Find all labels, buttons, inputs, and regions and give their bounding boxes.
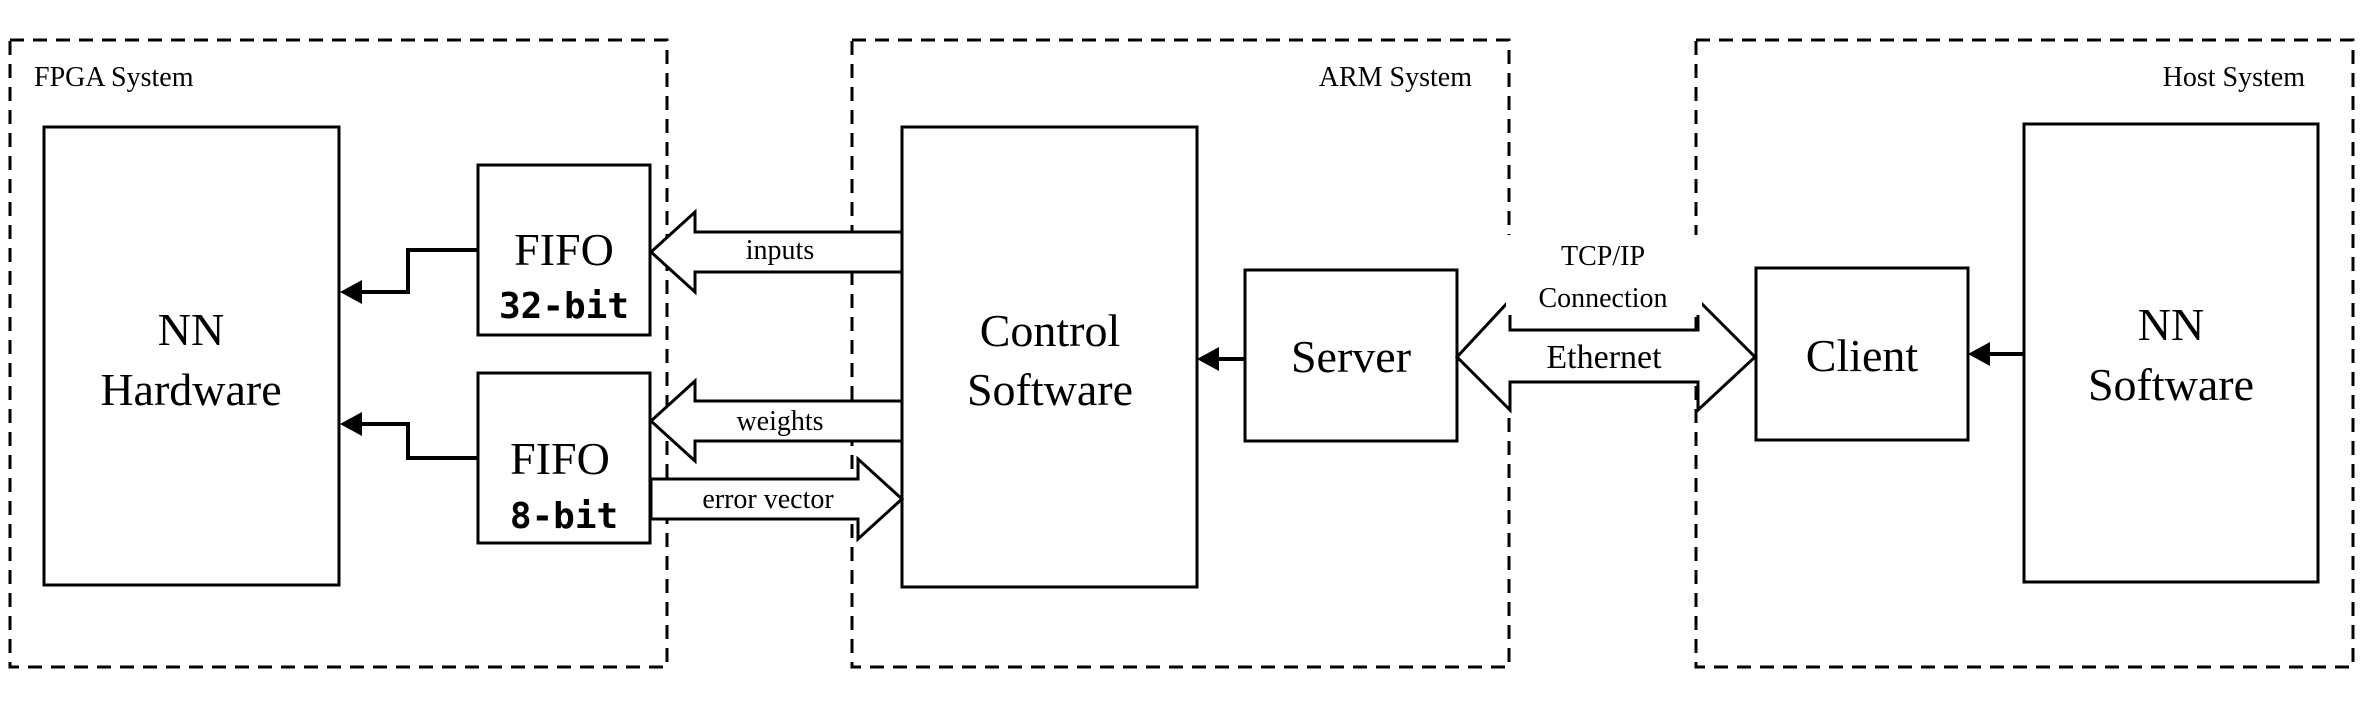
fifo-8bit-block [476, 371, 652, 545]
fifo8-to-nn-hardware-line [358, 422, 478, 460]
fpga-system-boundary [8, 38, 669, 669]
tcp-ip-label-line2: Connection [1538, 283, 1667, 314]
nn-software-line1: NN [2138, 299, 2204, 350]
fifo-8bit-name: FIFO [510, 433, 610, 484]
nn-hardware-line2: Hardware [100, 364, 281, 415]
weights-arrow-label: weights [736, 406, 823, 437]
nn-hardware-block [42, 125, 341, 587]
ethernet-label: Ethernet [1546, 339, 1662, 376]
nn-software-line2: Software [2088, 359, 2254, 410]
weights-arrow [648, 377, 904, 465]
fifo-8bit-width: 8-bit [510, 496, 618, 537]
nn-software-to-client-arrowhead [1968, 342, 1990, 366]
fifo-32bit-block [476, 163, 652, 337]
fifo-32bit-width: 32-bit [499, 286, 629, 327]
nn-hardware-line1: NN [158, 304, 224, 355]
host-system-label: Host System [2163, 62, 2306, 93]
fifo32-to-nn-hardware-arrowhead [340, 280, 362, 304]
error-vector-arrow-label: error vector [702, 484, 834, 515]
server-label: Server [1291, 331, 1411, 382]
server-to-control-arrowhead [1197, 347, 1219, 371]
inputs-arrow-label: inputs [746, 235, 814, 266]
tcp-ip-label-line1: TCP/IP [1561, 241, 1645, 272]
inputs-arrow [648, 208, 904, 296]
control-software-block [900, 125, 1199, 589]
client-block [1754, 266, 1970, 442]
nn-software-block [2022, 122, 2320, 584]
fifo32-to-nn-hardware-line [358, 248, 478, 294]
fifo8-to-nn-hardware-arrowhead [340, 412, 362, 436]
error-vector-arrow [649, 455, 905, 543]
fpga-system-label: FPGA System [34, 62, 194, 93]
arm-system-label: ARM System [1319, 62, 1472, 93]
client-label: Client [1806, 330, 1919, 381]
server-block [1243, 268, 1459, 443]
fifo-32bit-name: FIFO [514, 224, 614, 275]
tcp-label-background [1506, 235, 1702, 315]
control-software-line1: Control [980, 305, 1121, 356]
control-software-line2: Software [967, 364, 1133, 415]
